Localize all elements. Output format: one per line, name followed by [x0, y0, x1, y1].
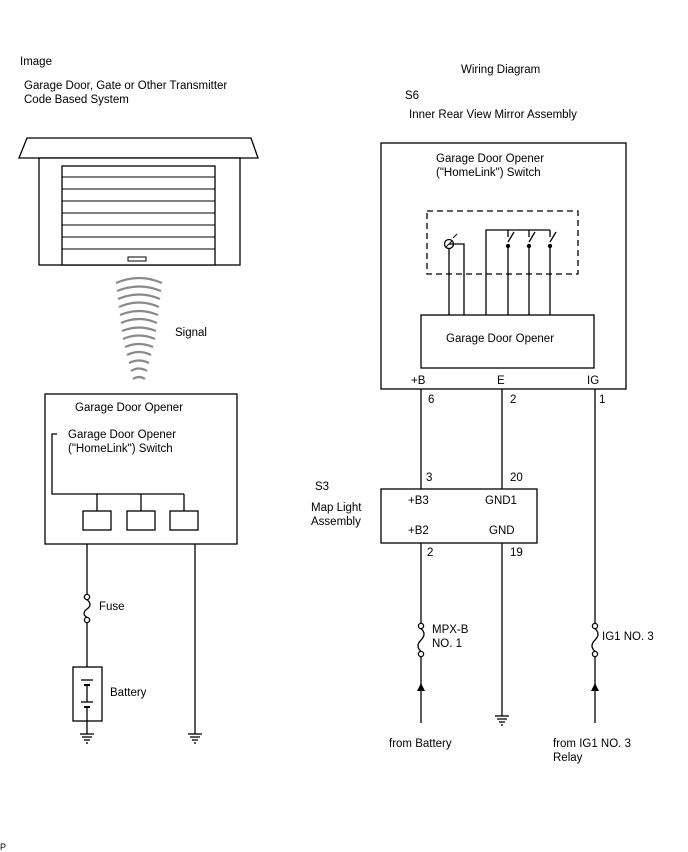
pin-label-ig: IG: [587, 375, 599, 387]
source-battery-label: from Battery: [389, 738, 452, 750]
homelink-button-2: [126, 510, 156, 531]
fuse-label: Fuse: [99, 601, 125, 613]
footer-mark: P: [0, 842, 6, 852]
pin-label-gnd1: GND1: [485, 495, 517, 507]
fuse-mpx-b-icon: [417, 628, 425, 652]
switch-contact-1: [507, 231, 515, 243]
left-opener-title: Garage Door Opener: [75, 402, 183, 414]
pin-number-19: 19: [510, 547, 523, 559]
garage-illustration: [18, 137, 259, 266]
ground-icon: [188, 733, 202, 744]
mirror-opener-inner-box: [420, 314, 595, 369]
pin-label-plus-b2: +B2: [408, 525, 429, 537]
system-title-line1: Garage Door, Gate or Other Transmitter: [24, 80, 227, 92]
switch-contact-3: [549, 231, 557, 243]
right-heading: Wiring Diagram: [461, 64, 540, 76]
source-ig1-label-line1: from IG1 NO. 3: [553, 738, 631, 750]
source-arrow-icon: [591, 683, 599, 691]
source-ig1-label-line2: Relay: [553, 752, 583, 764]
left-switch-label-line2: ("HomeLink") Switch: [68, 443, 173, 455]
left-heading: Image: [20, 56, 52, 68]
homelink-switch-contacts: [443, 229, 557, 315]
mirror-code: S6: [405, 90, 419, 102]
homelink-button-3: [169, 510, 199, 531]
mirror-name: Inner Rear View Mirror Assembly: [409, 109, 577, 121]
fuse-terminal-top: [83, 593, 91, 601]
pin-number-3: 3: [426, 472, 432, 484]
mirror-opener-label: Garage Door Opener: [446, 333, 554, 345]
ground-icon: [495, 715, 509, 726]
mirror-switch-label-line2: ("HomeLink") Switch: [436, 167, 541, 179]
pin-label-plus-b: +B: [411, 375, 426, 387]
left-power-wiring: [72, 544, 202, 744]
map-light-code: S3: [315, 481, 329, 493]
mirror-switch-label-line1: Garage Door Opener: [436, 153, 544, 165]
switch-contact-2: [528, 231, 536, 243]
homelink-switch-dashed-box: [426, 210, 579, 275]
homelink-button-1: [82, 510, 112, 531]
pin-number-2: 2: [510, 394, 516, 406]
signal-label: Signal: [175, 327, 207, 339]
pin-label-plus-b3: +B3: [408, 495, 429, 507]
left-opener-box: [44, 393, 238, 545]
pin-number-6: 6: [428, 394, 434, 406]
fuse-mpx-b-label-line2: NO. 1: [432, 638, 462, 650]
fuse-ig1-icon: [591, 628, 599, 652]
left-homelink-buttons: [51, 433, 199, 531]
map-light-name-line1: Map Light: [311, 502, 362, 514]
fuse-ig1-label: IG1 NO. 3: [602, 631, 654, 643]
signal-wave-icon: [115, 276, 163, 380]
left-switch-label-line1: Garage Door Opener: [68, 429, 176, 441]
pin-number-2-map: 2: [427, 547, 433, 559]
mirror-assembly-box: [380, 142, 627, 390]
fuse-terminal-bottom: [83, 616, 91, 624]
battery-label: Battery: [110, 687, 147, 699]
map-light-name-line2: Assembly: [311, 516, 361, 528]
ground-icon: [80, 733, 94, 744]
pin-number-1: 1: [599, 394, 605, 406]
fuse-icon: [83, 599, 91, 618]
fuse-mpx-b-label-line1: MPX-B: [432, 624, 469, 636]
right-wiring: [417, 389, 599, 726]
pin-number-20: 20: [510, 472, 523, 484]
pin-label-gnd: GND: [489, 525, 515, 537]
source-arrow-icon: [417, 683, 425, 691]
pin-label-e: E: [497, 375, 505, 387]
system-title-line2: Code Based System: [24, 94, 129, 106]
map-light-box: [380, 488, 538, 544]
